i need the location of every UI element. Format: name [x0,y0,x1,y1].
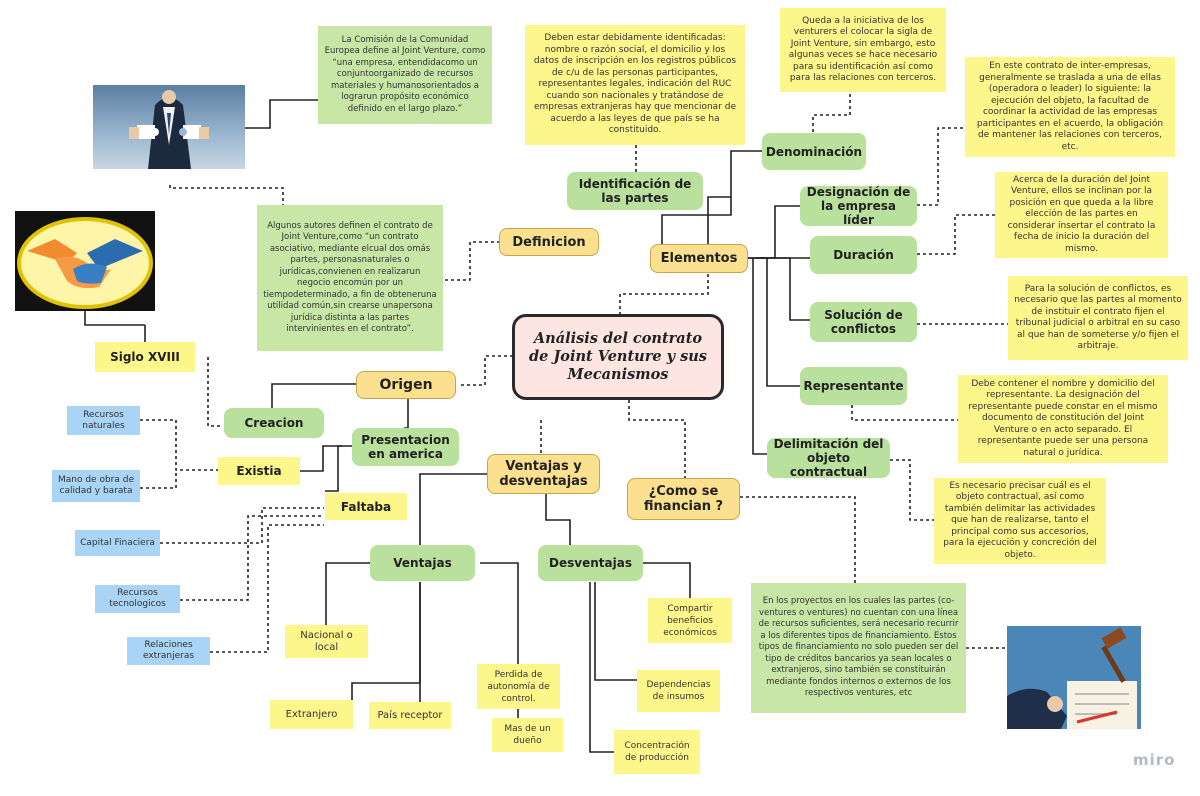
note-identificacion[interactable]: Deben estar debidamente identificadas: n… [525,25,745,145]
note-mano-de-obra[interactable]: Mano de obra de calidad y barata [52,470,140,502]
note-duracion[interactable]: Acerca de la duración del Joint Venture,… [995,172,1168,258]
node-creacion[interactable]: Creacion [224,408,324,438]
handshake-icon [15,211,155,311]
node-identificacion-partes[interactable]: Identificación de las partes [567,172,703,210]
puzzle-illustration [129,90,209,169]
node-presentacion-america[interactable]: Presentacion en america [352,428,459,466]
node-denominacion[interactable]: Denominación [762,133,866,170]
note-pais-receptor[interactable]: País receptor [369,702,451,729]
note-recursos-tecnologicos[interactable]: Recursos tecnologicos [95,585,180,613]
handshake-illustration [17,217,153,309]
note-perdida-autonomia[interactable]: Perdida de autonomía de control. [477,664,560,709]
note-compartir-beneficios[interactable]: Compartir beneficios económicos [648,598,732,643]
miro-watermark: miro [1133,751,1176,769]
node-siglo-xviii[interactable]: Siglo XVIII [95,342,195,372]
note-concentracion-produccion[interactable]: Concentración de producción [614,730,700,774]
note-denominacion[interactable]: Queda a la iniciativa de los venturers e… [780,8,946,92]
businessman-puzzle-photo [93,85,245,169]
node-faltaba[interactable]: Faltaba [325,493,407,520]
note-recursos-naturales[interactable]: Recursos naturales [67,406,140,435]
note-relaciones-extranjeras[interactable]: Relaciones extranjeras [127,637,210,665]
node-duracion[interactable]: Duración [810,236,917,274]
node-ventajas[interactable]: Ventajas [370,545,475,581]
branch-como-se-financian[interactable]: ¿Como se financian ? [627,478,740,520]
note-nacional-local[interactable]: Nacional o local [285,625,368,658]
note-mas-de-un-dueno[interactable]: Mas de un dueño [492,718,563,752]
note-representante[interactable]: Debe contener el nombre y domicilio del … [958,375,1168,463]
branch-definicion[interactable]: Definicion [499,228,599,256]
branch-origen[interactable]: Origen [356,371,456,399]
node-representante[interactable]: Representante [800,367,907,405]
note-comision-europea[interactable]: La Comisión de la Comunidad Europea defi… [318,26,492,124]
note-designacion[interactable]: En este contrato de inter-empresas, gene… [965,57,1175,157]
note-autores[interactable]: Algunos autores definen el contrato de J… [257,205,443,351]
node-existia[interactable]: Existia [218,457,300,485]
note-dependencias-insumos[interactable]: Dependencias de insumos [637,670,720,712]
note-financiamiento[interactable]: En los proyectos en los cuales las parte… [751,583,966,713]
branch-elementos[interactable]: Elementos [650,244,748,273]
note-delimitacion[interactable]: Es necesario precisar cuál es el objeto … [934,478,1106,564]
branch-ventajas-desventajas[interactable]: Ventajas y desventajas [487,454,600,494]
node-solucion-conflictos[interactable]: Solución de conflictos [810,302,917,342]
judge-gavel-photo [1007,626,1141,729]
node-delimitacion-objeto[interactable]: Delimitación del objeto contractual [767,437,890,479]
central-topic[interactable]: Análisis del contrato de Joint Venture y… [512,314,724,400]
gavel-illustration [1007,627,1137,729]
node-desventajas[interactable]: Desventajas [538,545,643,581]
note-solucion[interactable]: Para la solución de conflictos, es neces… [1008,276,1188,360]
node-designacion-empresa-lider[interactable]: Designación de la empresa líder [800,185,917,227]
note-capital-financiera[interactable]: Capital Finaciera [75,530,160,556]
note-extranjero[interactable]: Extranjero [270,700,353,729]
